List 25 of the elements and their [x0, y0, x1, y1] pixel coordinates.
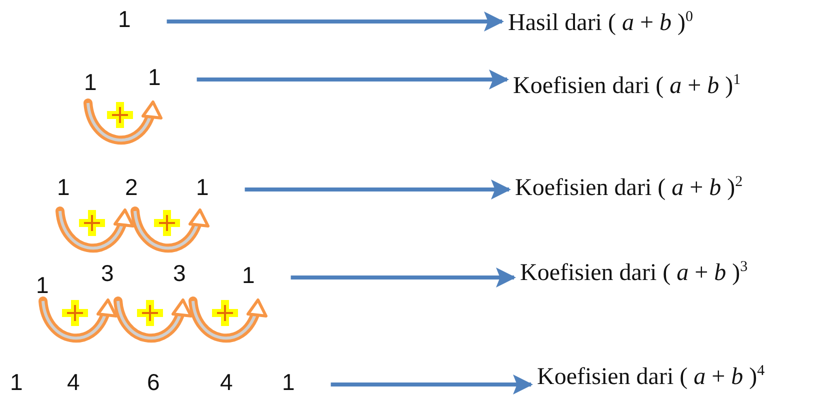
number: 1 — [282, 371, 295, 394]
number: 1 — [10, 371, 23, 394]
number: 4 — [67, 371, 80, 394]
arrow — [290, 268, 516, 288]
number: 4 — [220, 371, 233, 394]
row-description: Koefisien dari ( a + b )$^{1}$ — [513, 71, 741, 101]
arrow — [330, 374, 533, 394]
row-description: Hasil dari ( a + b )$^{0}$ — [508, 8, 694, 38]
number: 1 — [148, 66, 161, 89]
number: 1 — [36, 274, 49, 297]
number: 1 — [84, 71, 97, 94]
arrow — [244, 180, 511, 200]
row-description: Koefisien dari ( a + b )$^{3}$ — [520, 258, 748, 288]
number: 2 — [125, 176, 138, 199]
number: 1 — [242, 264, 255, 287]
row-description: Koefisien dari ( a + b )$^{2}$ — [515, 173, 743, 203]
number: 6 — [147, 371, 160, 394]
number: 1 — [118, 8, 131, 31]
arrow — [196, 70, 509, 90]
number: 1 — [196, 176, 209, 199]
arrow — [166, 12, 504, 32]
number: 1 — [57, 176, 70, 199]
number: 3 — [173, 262, 186, 285]
number: 3 — [101, 262, 114, 285]
row-description: Koefisien dari ( a + b )$^{4}$ — [537, 362, 765, 392]
